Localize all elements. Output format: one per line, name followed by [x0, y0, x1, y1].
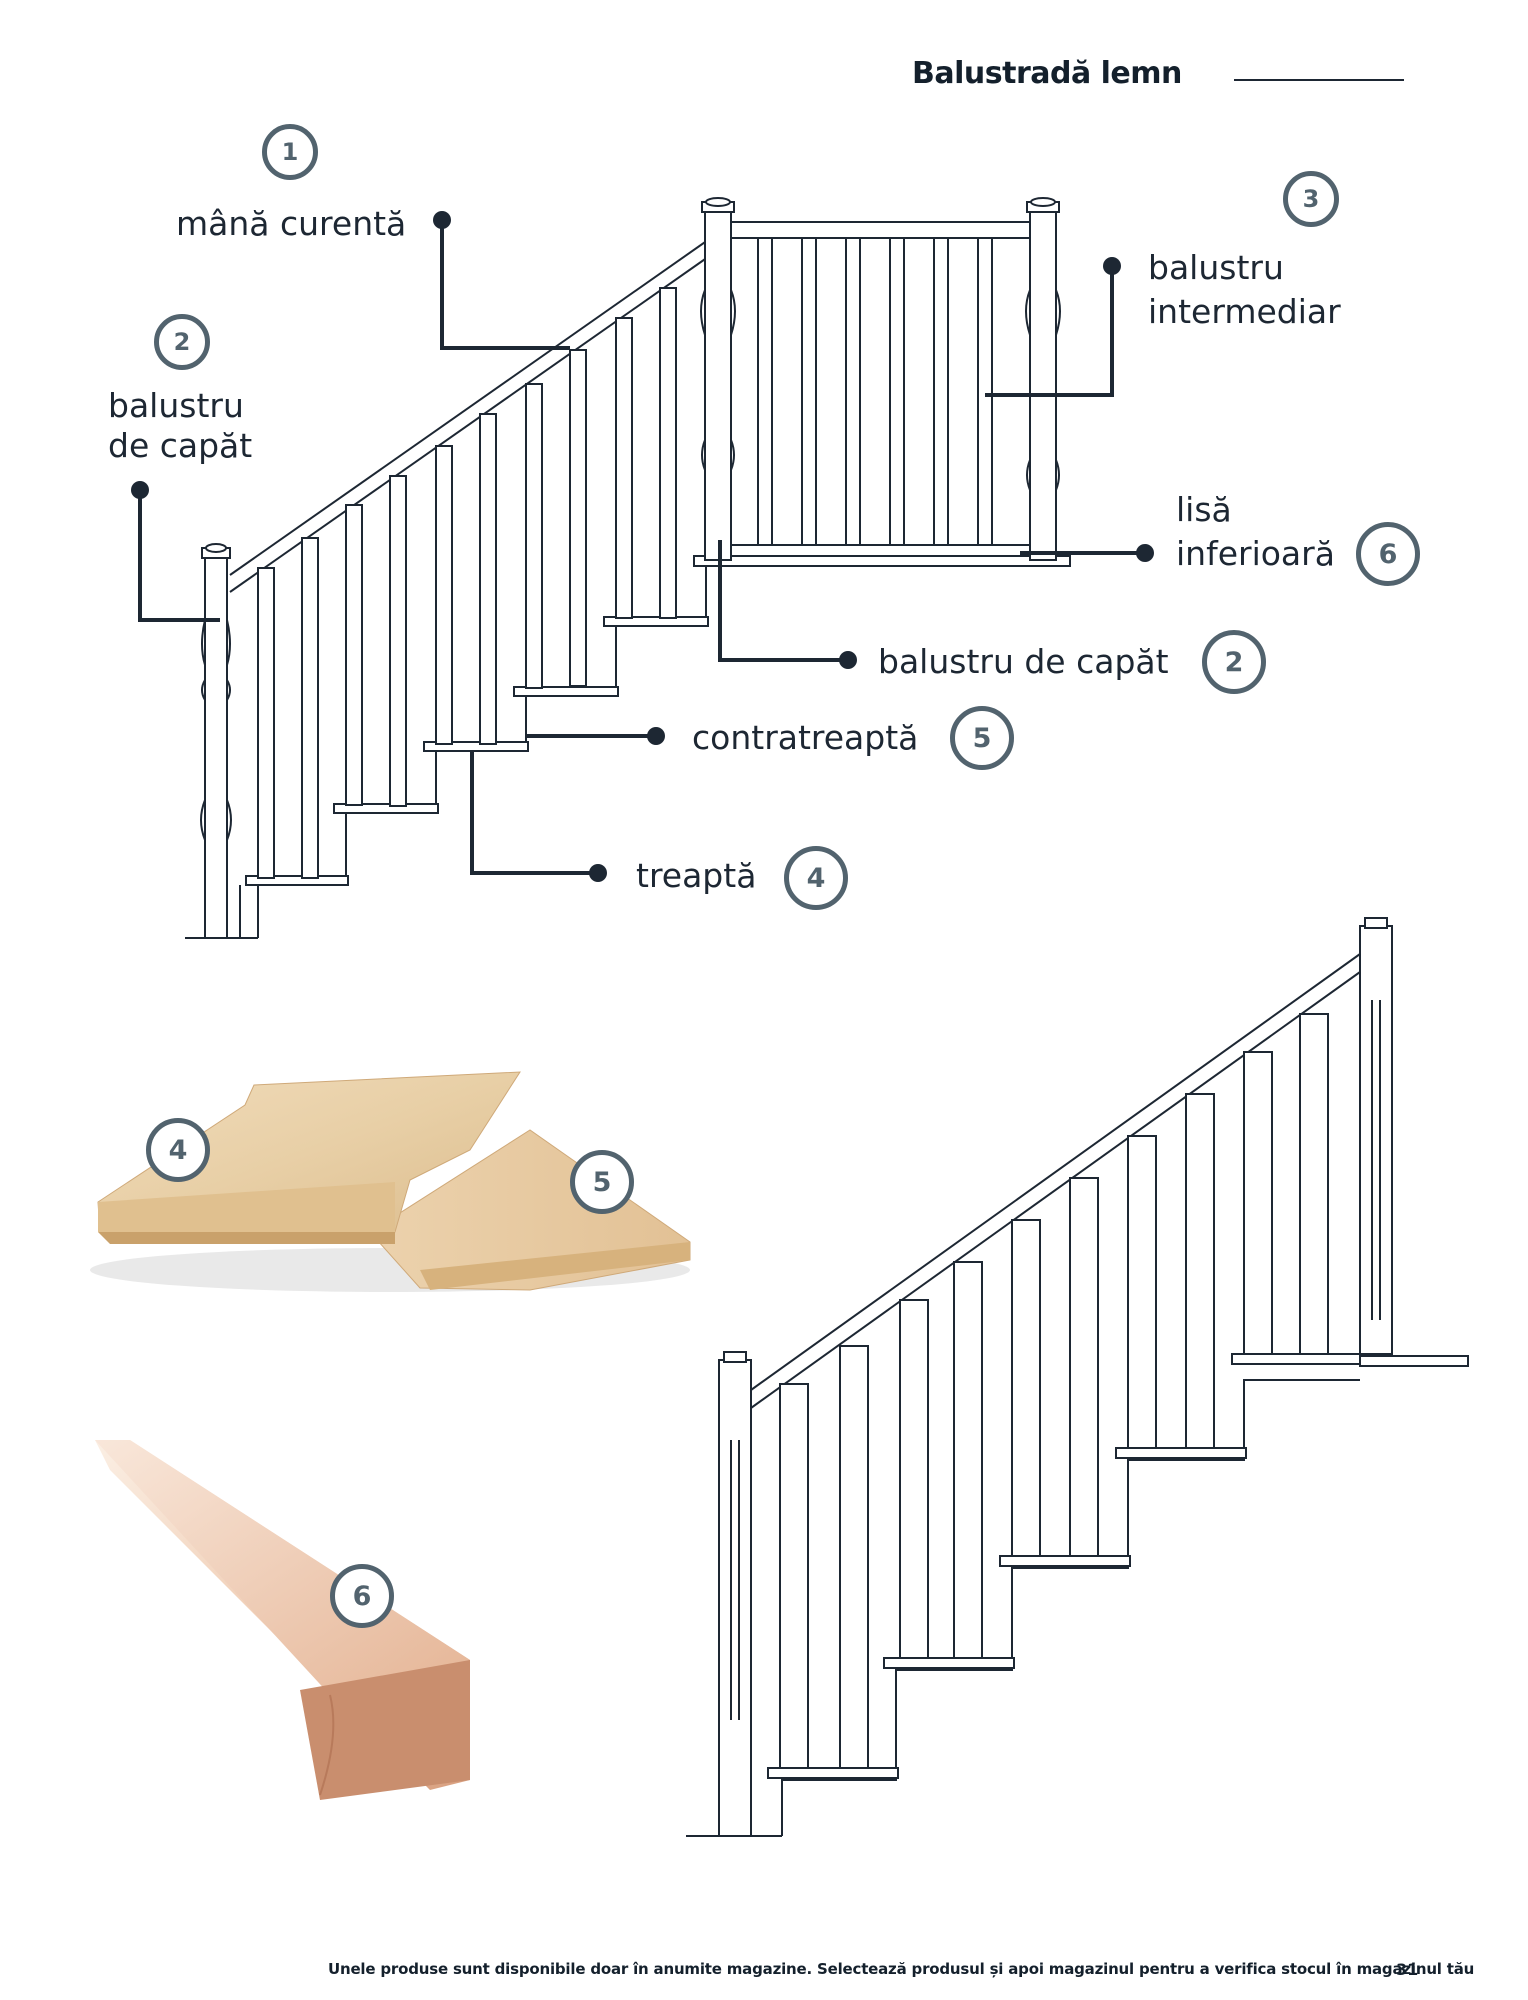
leader-lines [138, 220, 1145, 875]
label-mana-curenta: mână curentă [176, 204, 407, 243]
bottom-rail-photo [95, 1440, 470, 1800]
label-lisa-inferioara-line1: lisă [1176, 490, 1232, 529]
label-balustru-de-capat-left-line1: balustru [108, 386, 244, 425]
stair-2-lines [686, 917, 1469, 1837]
badge-2-balustru-capat-left: 2 [154, 314, 210, 370]
badge-3-balustru-intermediar: 3 [1283, 171, 1339, 227]
tread-boards-photo [90, 1071, 691, 1292]
badge-5-riser-photo: 5 [570, 1150, 634, 1214]
leader-dots [131, 211, 1154, 882]
label-contratreapta: contratreaptă [692, 718, 919, 757]
badge-4-treapta: 4 [784, 846, 848, 910]
label-treapta: treaptă [636, 856, 757, 895]
stair-2-balusters [779, 1013, 1329, 1769]
landing-balusters [757, 237, 993, 546]
header-rule [1234, 79, 1404, 81]
page-title: Balustradă lemn [912, 56, 1182, 91]
badge-5-contratreapta: 5 [950, 706, 1014, 770]
label-lisa-inferioara-line2: inferioară [1176, 534, 1335, 573]
badge-6-rail-photo: 6 [330, 1564, 394, 1628]
footer-note: Unele produse sunt disponibile doar în a… [328, 1960, 1475, 1978]
badge-4-tread-photo: 4 [146, 1118, 210, 1182]
stair-1-balusters [257, 287, 677, 879]
badge-6-lisa-inferioara: 6 [1356, 522, 1420, 586]
label-balustru-de-capat-right: balustru de capăt [878, 642, 1169, 681]
label-balustru-intermediar-line1: balustru [1148, 248, 1284, 287]
stair-1-lines [185, 197, 1071, 939]
badge-2-balustru-capat-right: 2 [1202, 630, 1266, 694]
page-number: 31 [1396, 1960, 1419, 1979]
label-balustru-de-capat-left-line2: de capăt [108, 426, 253, 465]
badge-1-mana-curenta: 1 [262, 124, 318, 180]
label-balustru-intermediar-line2: intermediar [1148, 292, 1341, 331]
